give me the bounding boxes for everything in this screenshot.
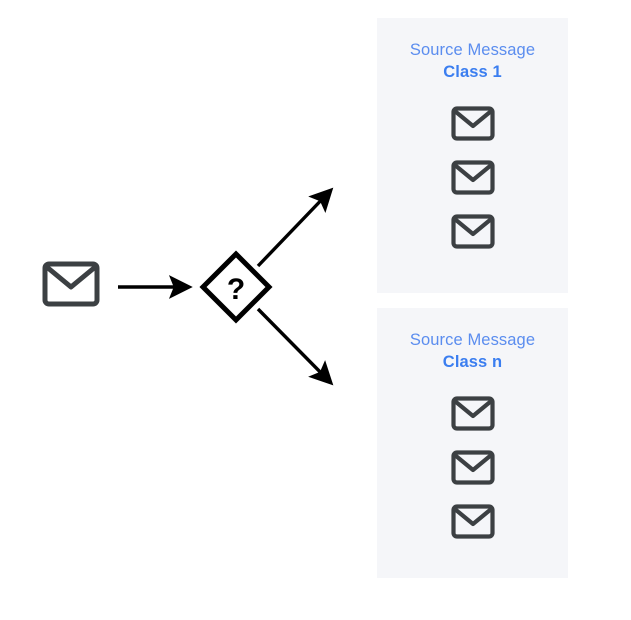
envelope-icon xyxy=(450,105,495,141)
class-panel-1-subtitle: Class 1 xyxy=(443,62,502,81)
decision-diamond-question-icon: ? xyxy=(198,249,274,325)
envelope-icon xyxy=(450,213,495,249)
envelope-icon xyxy=(450,159,495,195)
class-panel-1-heading: Source Message Class 1 xyxy=(377,18,568,84)
class-panel-1: Source Message Class 1 xyxy=(377,18,568,293)
envelope-icon xyxy=(450,395,495,431)
svg-text:?: ? xyxy=(227,273,245,306)
class-panel-n: Source Message Class n xyxy=(377,308,568,578)
envelope-icon xyxy=(450,503,495,539)
class-panel-n-title: Source Message xyxy=(409,331,536,349)
class-panel-n-heading: Source Message Class n xyxy=(377,308,568,374)
class-panel-1-title: Source Message xyxy=(409,41,536,59)
envelope-icon xyxy=(450,449,495,485)
source-envelope-icon xyxy=(42,261,100,307)
class-panel-n-message-list xyxy=(377,395,568,539)
class-panel-n-subtitle: Class n xyxy=(442,352,503,371)
class-panel-1-message-list xyxy=(377,105,568,249)
